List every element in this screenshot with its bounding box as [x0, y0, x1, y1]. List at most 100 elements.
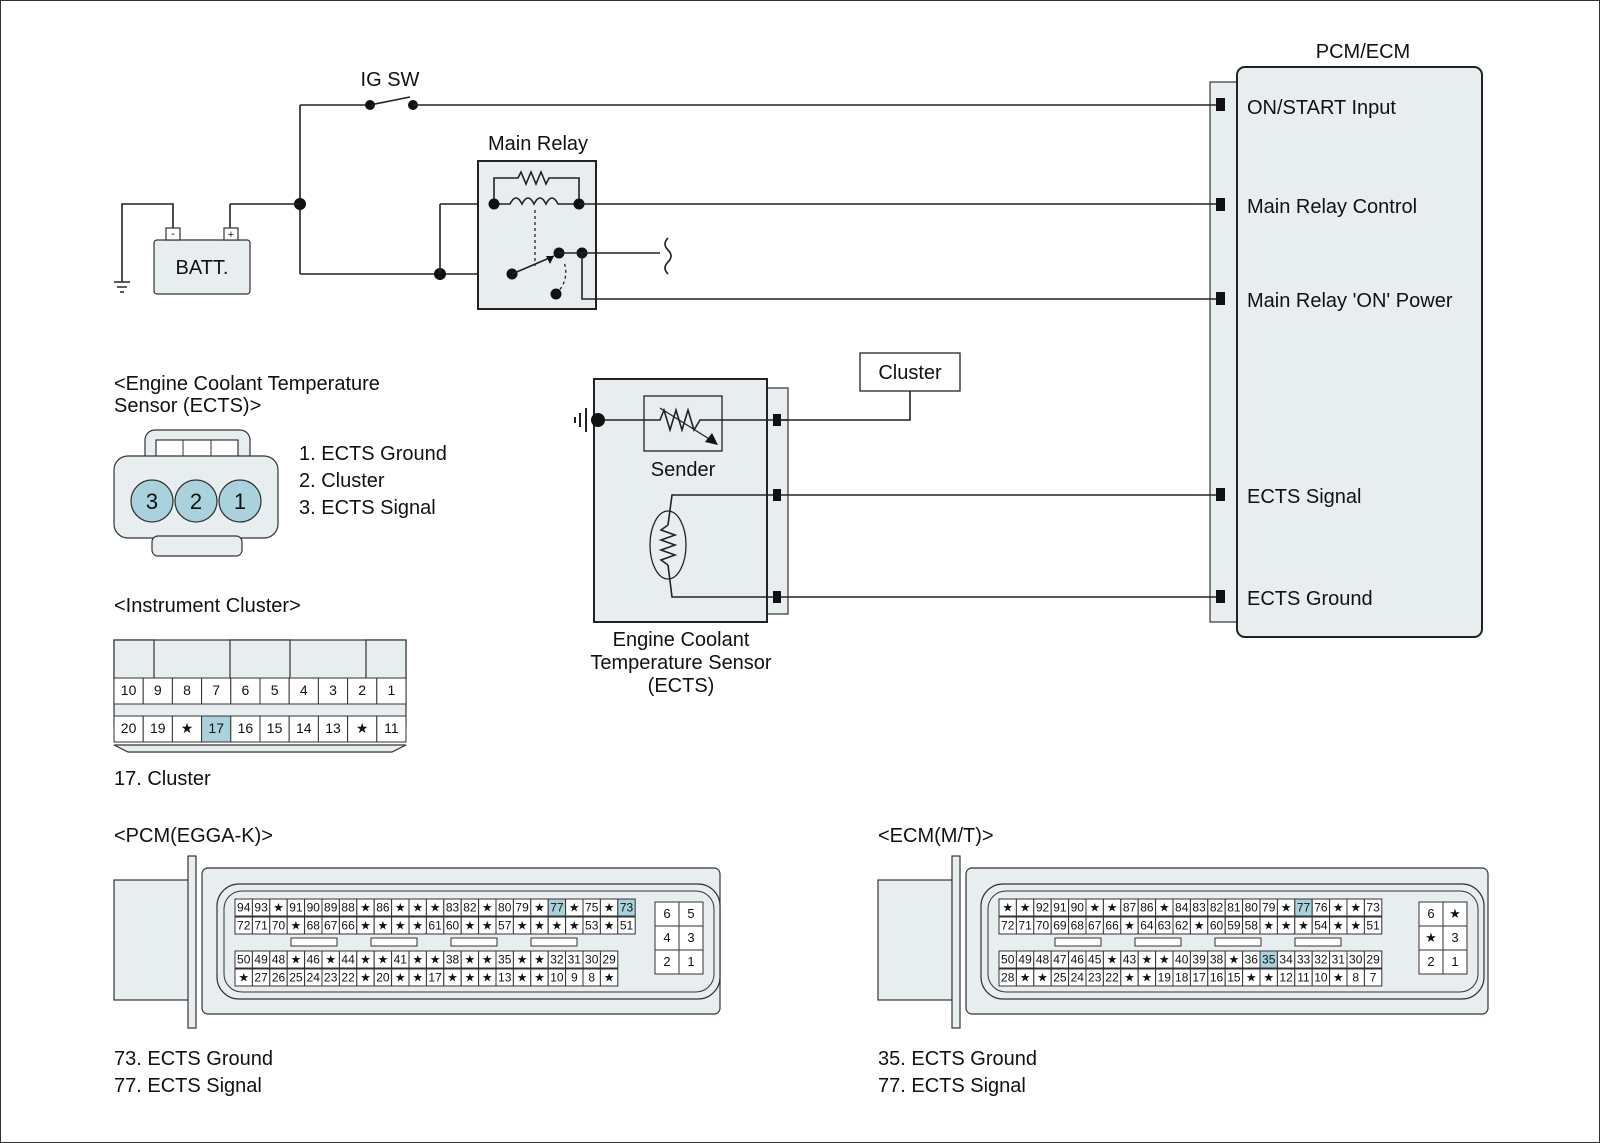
ecm-pin: 81	[1224, 898, 1244, 917]
pcm-pin-label: ★	[569, 919, 580, 933]
ecm-pin: 23	[1085, 968, 1104, 987]
terminal-on-start	[1216, 98, 1225, 111]
cluster-pin-bottom: 15	[259, 715, 290, 743]
ecm-pin: 51	[1363, 916, 1383, 935]
pcm-pin: 25	[286, 968, 306, 987]
ecm-pin-label: 19	[1158, 971, 1172, 985]
relay-switch-blade	[511, 255, 555, 275]
pcm-side-pin: 6	[654, 901, 680, 927]
pcm-pin: 30	[582, 950, 601, 969]
pcm-pin: 50	[234, 950, 253, 969]
ects-legend-3: 3. ECTS Signal	[299, 497, 436, 519]
cluster-pin-top-label: 3	[329, 682, 337, 698]
pcm-pin-label: ★	[360, 901, 371, 915]
pcm-pin: 49	[251, 950, 271, 969]
cluster-pin-bottom-label: 13	[325, 720, 341, 736]
relay-travel-arc	[555, 261, 567, 295]
ecm-pin-label: ★	[1089, 901, 1100, 915]
battery-label: BATT.	[176, 257, 229, 279]
ects-legend-1: 1. ECTS Ground	[299, 443, 447, 465]
sender-arrow-head	[705, 433, 718, 445]
pcm-pin: ★	[408, 898, 427, 917]
ecm-pin: 77	[1294, 898, 1313, 917]
relay-switch-arrow	[546, 256, 554, 264]
ecm-pin: 47	[1050, 950, 1070, 969]
ecm-pin: ★	[1137, 950, 1157, 969]
pcm-pin: 20	[373, 968, 393, 987]
pcm-pin: 48	[269, 950, 288, 969]
cluster-pin-top-label: 2	[358, 682, 366, 698]
pcm-pin: 93	[251, 898, 271, 917]
pcm-pin: ★	[512, 950, 532, 969]
pcm-pin-label: 9	[571, 971, 578, 985]
pcm-ecm-body	[1236, 66, 1483, 638]
ecm-pin-cell	[1363, 950, 1383, 969]
pcm-pin-label: ★	[291, 953, 302, 967]
ecm-pin: 79	[1259, 898, 1278, 917]
ecm-pin-label: ★	[1298, 919, 1309, 933]
ecm-pin-label: 64	[1140, 919, 1154, 933]
pcm-pin: 31	[565, 950, 584, 969]
ecm-pin: 63	[1155, 916, 1174, 935]
ects-connector-skirt	[151, 535, 243, 557]
pcm-pin: 61	[425, 916, 445, 935]
ects-pin-circle	[130, 479, 174, 523]
pcm-pin-label: ★	[534, 901, 545, 915]
pcm-pin-label: 90	[307, 901, 321, 915]
ects-connector-view: <Engine Coolant Temperature Sensor (ECTS…	[113, 373, 447, 557]
pcm-pin: 22	[338, 968, 358, 987]
cluster-connector-skirt	[113, 744, 407, 753]
pcm-pin: ★	[373, 916, 393, 935]
cluster-pin-top-label: 9	[154, 682, 162, 698]
ects-pin-signal	[773, 489, 781, 501]
pcm-pin: ★	[269, 898, 288, 917]
pcm-pin: ★	[286, 950, 306, 969]
cluster-pin-top-label: 10	[121, 682, 137, 698]
ecm-pin: 7	[1363, 968, 1383, 987]
cluster-pin-top-cell	[288, 677, 319, 705]
pcm-pin-label: 17	[428, 971, 442, 985]
ecm-pin-label: 22	[1105, 971, 1119, 985]
pcm-pin-label: 60	[446, 919, 460, 933]
ecm-pin: 84	[1172, 898, 1191, 917]
ig-sw-label: IG SW	[361, 69, 420, 91]
ecm-pin-label: 39	[1192, 953, 1206, 967]
ecm-pin-label: 10	[1314, 971, 1328, 985]
pcm-pin: 24	[304, 968, 323, 987]
ecm-pin: 90	[1068, 898, 1087, 917]
ecm-pin-label: 50	[1001, 953, 1015, 967]
ects-pin-ground	[773, 591, 781, 603]
pcm-pin-cell	[599, 968, 619, 987]
ecm-pin-label: 28	[1001, 971, 1015, 985]
pcm-pin-label: 79	[515, 901, 529, 915]
sender-variable-arrow	[659, 407, 715, 443]
ecm-pin-label: 87	[1123, 901, 1137, 915]
pcm-pin-label: ★	[604, 919, 615, 933]
pcm-pin: 26	[269, 968, 288, 987]
ecm-pin: 48	[1033, 950, 1052, 969]
pcm-pin: ★	[512, 916, 532, 935]
ects-legend-2: 2. Cluster	[299, 470, 385, 492]
ecm-pin-label: 82	[1210, 901, 1224, 915]
pcm-pin: 51	[617, 916, 636, 935]
ecm-pin-label: ★	[1246, 971, 1257, 985]
ecm-pin-label: ★	[1107, 953, 1118, 967]
ecm-pin: 60	[1207, 916, 1226, 935]
ects-thermistor	[649, 510, 687, 580]
cluster-pin-top-cell	[230, 677, 261, 705]
ecm-pin-label: 79	[1262, 901, 1276, 915]
pcm-pin-label: 67	[324, 919, 338, 933]
ecm-pin-label: ★	[1333, 901, 1344, 915]
pcm-pin: 72	[234, 916, 253, 935]
ecm-pin: 8	[1346, 968, 1365, 987]
pcm-pin: 57	[495, 916, 514, 935]
pcm-pin-label: 25	[289, 971, 303, 985]
cluster-pin-bottom-cell	[171, 715, 203, 743]
cluster-pin-bottom: ★	[171, 715, 203, 743]
ecm-pin-label: 34	[1279, 953, 1293, 967]
ecm-pin: 66	[1102, 916, 1122, 935]
ects-pin-number: 3	[146, 489, 158, 514]
pcm-pin: 17	[425, 968, 445, 987]
ecm-side-pin-label: 1	[1451, 954, 1458, 969]
ecm-pin: 58	[1242, 916, 1261, 935]
